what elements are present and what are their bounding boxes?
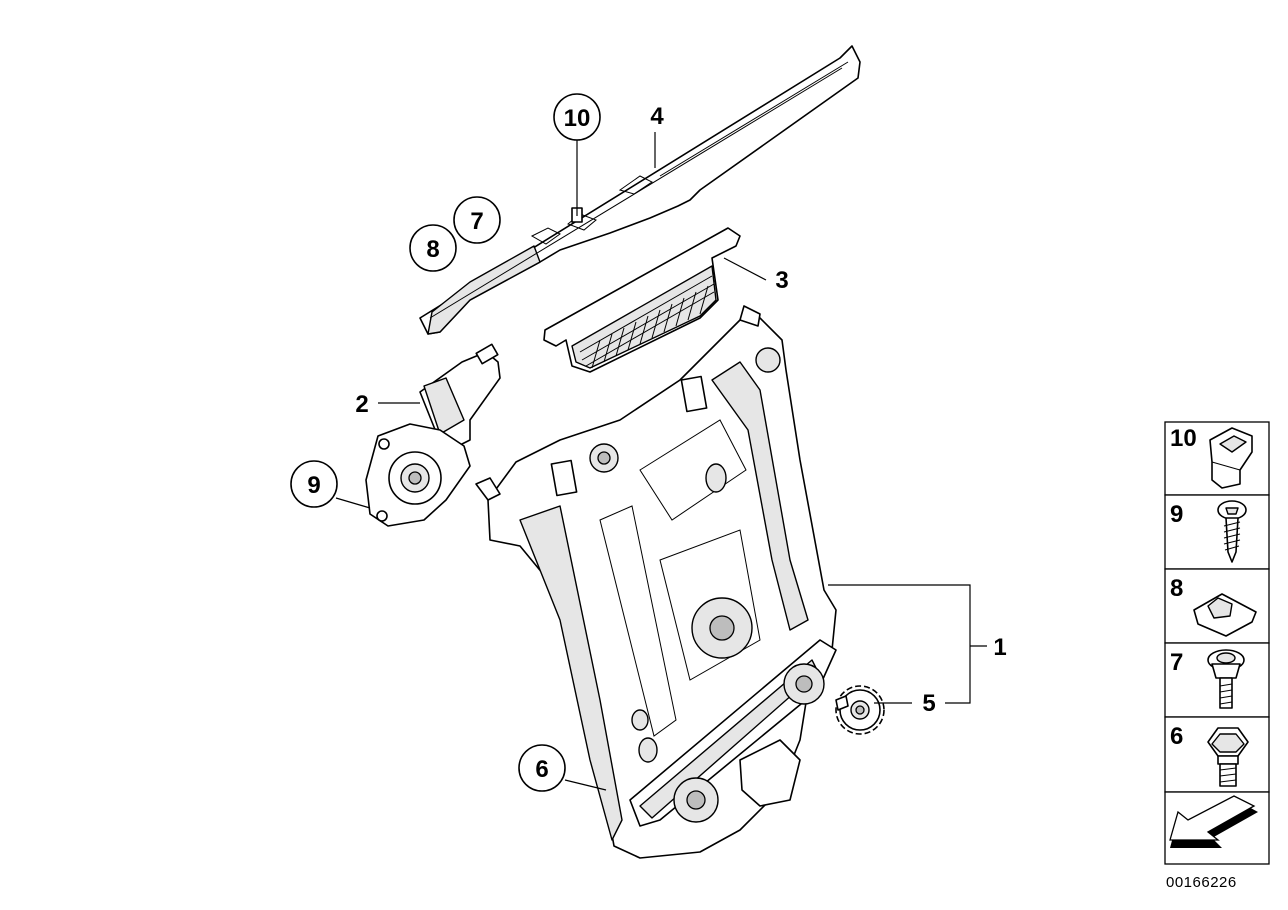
legend-label-9: 9 xyxy=(1170,501,1183,528)
svg-text:10: 10 xyxy=(564,105,591,132)
svg-text:9: 9 xyxy=(307,472,320,499)
callout-8: 8 xyxy=(409,224,457,272)
callout-1: 1 xyxy=(993,634,1006,661)
legend-label-8: 8 xyxy=(1170,575,1183,602)
document-id: 00166226 xyxy=(1166,874,1237,891)
callout-4: 4 xyxy=(650,103,664,130)
callout-9: 9 xyxy=(290,460,338,508)
callout-5: 5 xyxy=(922,690,935,717)
grille-part xyxy=(543,227,741,373)
sprocket-part xyxy=(835,685,885,735)
self-tapping-screw-icon xyxy=(1217,500,1247,563)
legend-label-6: 6 xyxy=(1170,723,1183,750)
svg-text:8: 8 xyxy=(426,236,439,263)
speed-nut-icon xyxy=(1193,593,1257,637)
direction-arrow-icon xyxy=(1169,795,1258,848)
callout-7: 7 xyxy=(453,196,501,244)
motor-part xyxy=(365,343,501,527)
callout-2: 2 xyxy=(355,391,368,418)
callout-3: 3 xyxy=(775,267,788,294)
legend-panel: 10 9 8 7 6 xyxy=(1164,421,1270,865)
clip-nut-icon xyxy=(1209,427,1253,489)
legend-label-10: 10 xyxy=(1170,425,1197,452)
svg-text:6: 6 xyxy=(535,756,548,783)
leader-lines xyxy=(335,132,987,791)
hex-bolt-icon xyxy=(1207,727,1249,787)
svg-text:7: 7 xyxy=(470,208,483,235)
flange-bolt-icon xyxy=(1207,649,1245,709)
callout-10: 10 xyxy=(553,93,601,141)
regulator-carrier-part xyxy=(475,305,837,859)
upper-rail-part xyxy=(419,45,861,335)
legend-label-7: 7 xyxy=(1170,649,1183,676)
callout-6: 6 xyxy=(518,744,566,792)
